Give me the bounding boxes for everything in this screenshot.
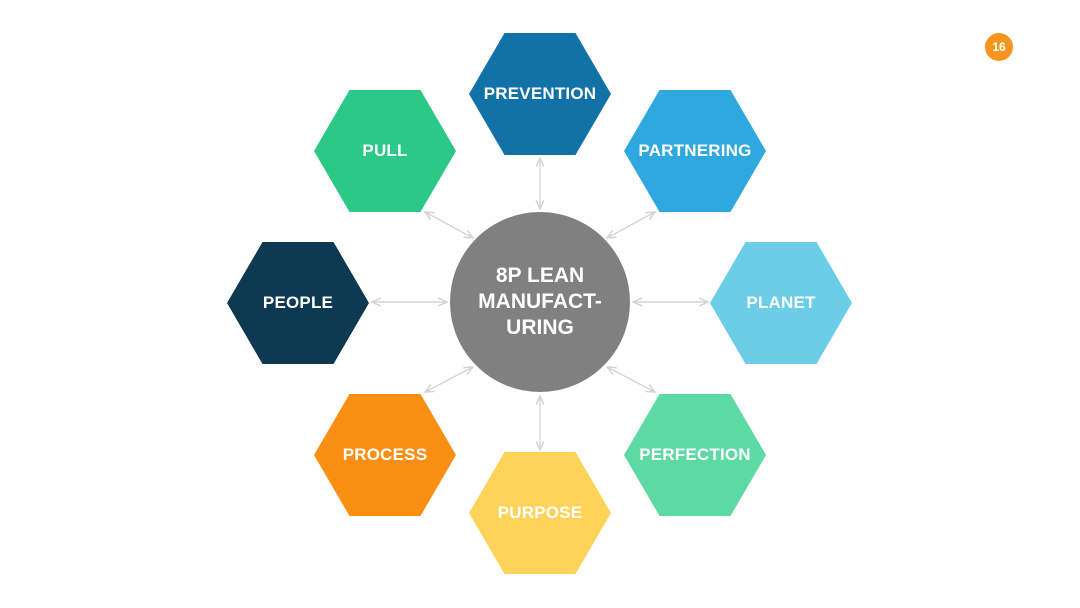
page-number-badge: 16 [985,33,1013,61]
hex-perfection: PERFECTION [624,394,766,516]
connector-pull [425,212,473,238]
hex-planet: PLANET [710,242,852,364]
connector-process [425,367,473,392]
hex-partnering: PARTNERING [624,90,766,212]
connector-perfection [607,367,655,392]
center-hub: 8P LEAN MANUFACT- URING [450,212,630,392]
connector-partnering [607,212,655,238]
